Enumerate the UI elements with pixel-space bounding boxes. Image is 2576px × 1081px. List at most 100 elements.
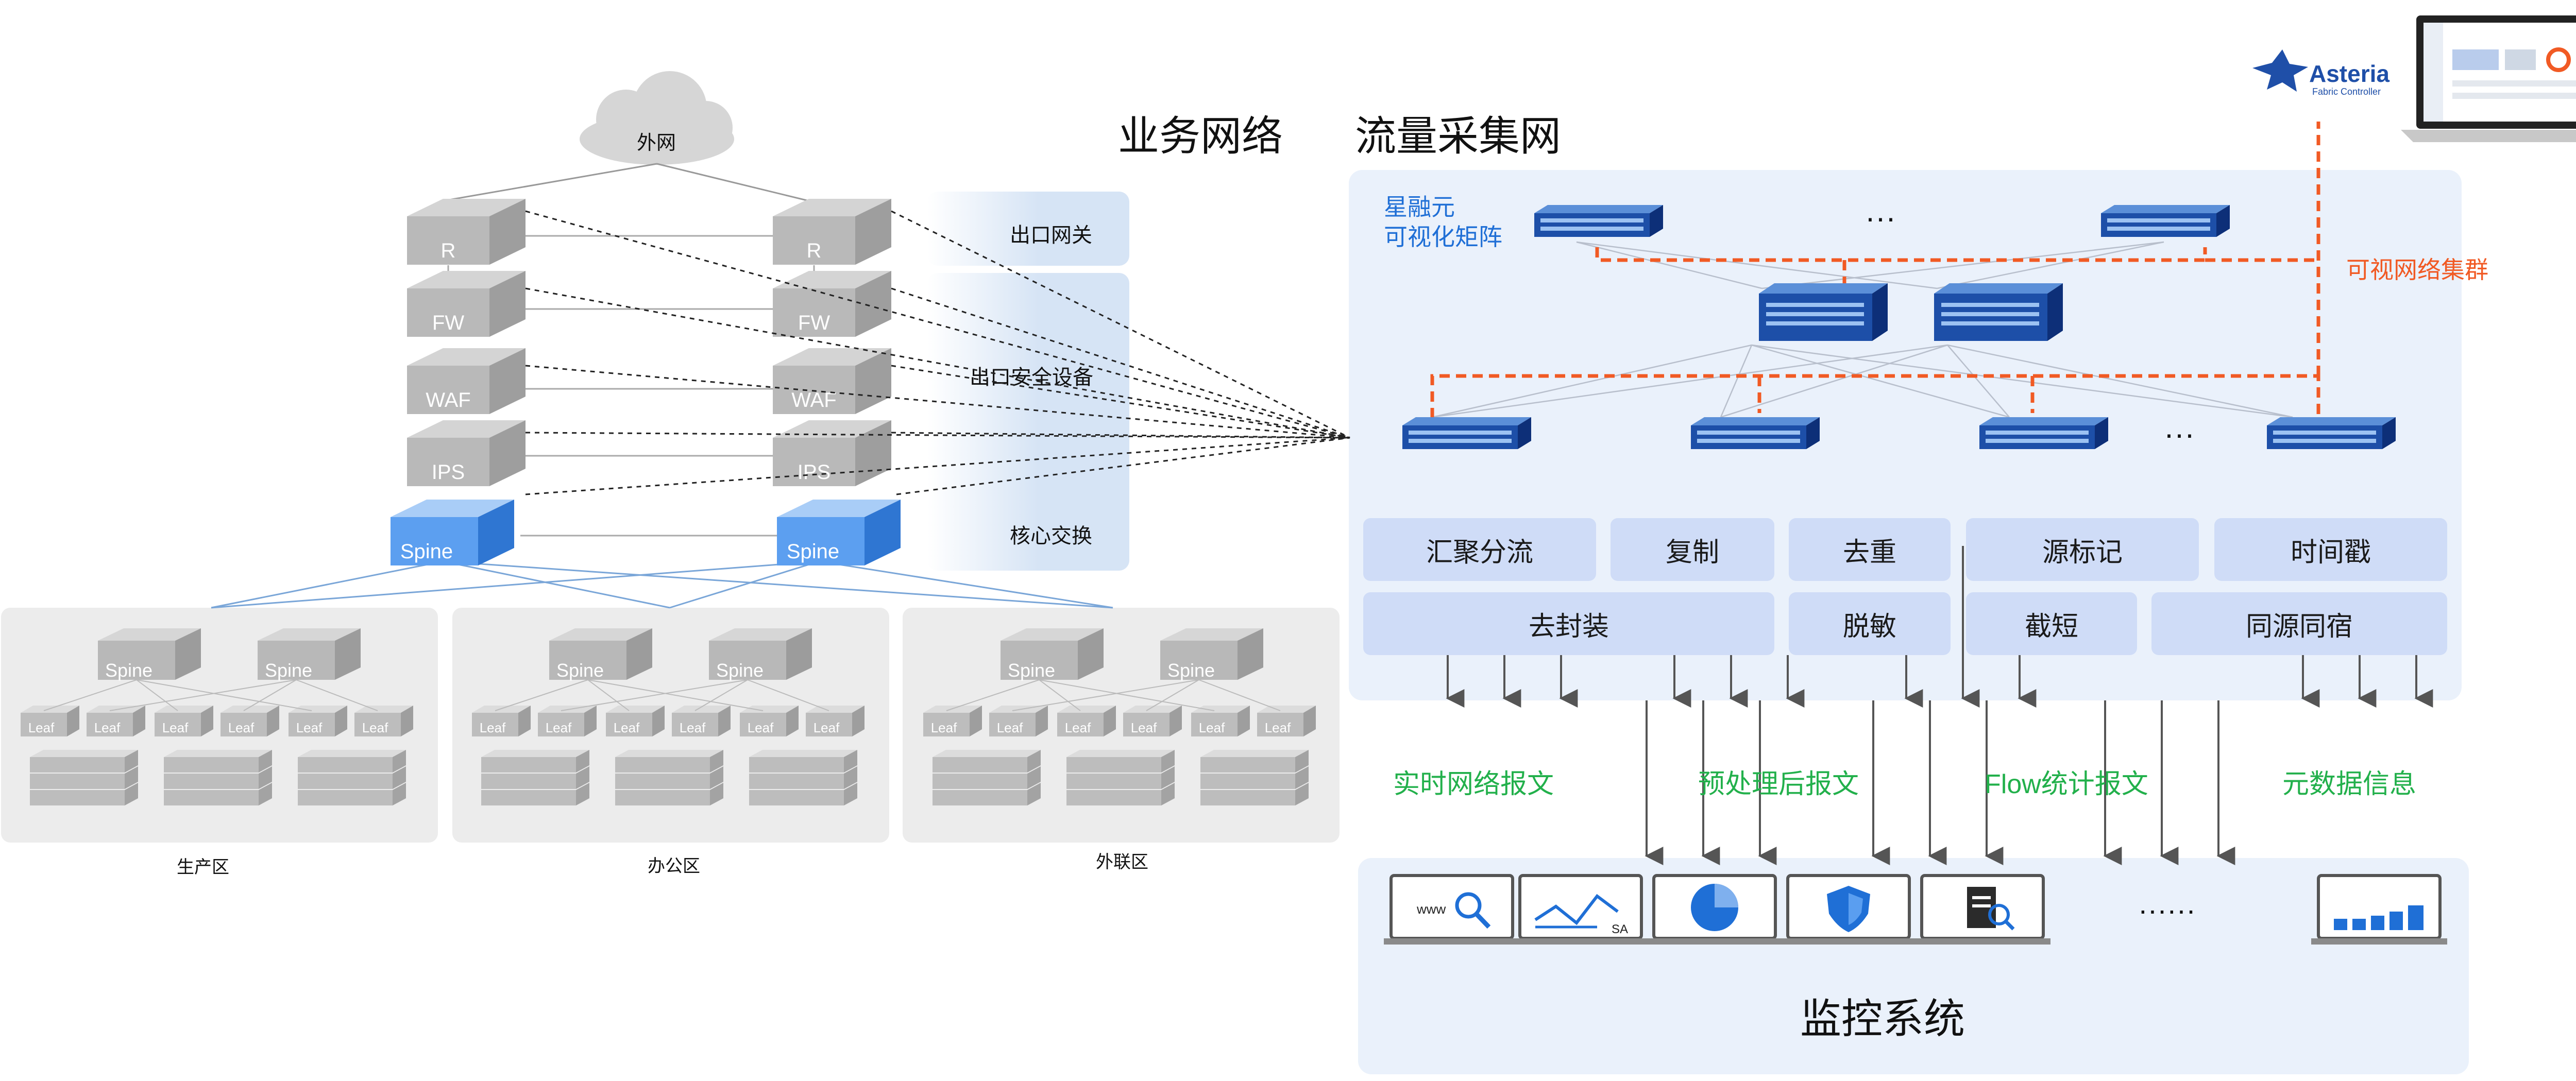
svg-text:IPS: IPS — [432, 461, 465, 484]
sa-analytics-monitor-icon: SA — [1513, 876, 1649, 945]
matrix-ellipsis-bottom: ··· — [2164, 417, 2195, 451]
svg-text:Leaf: Leaf — [997, 720, 1023, 735]
func-deduplicate: 去重 — [1789, 518, 1951, 581]
svg-text:Leaf: Leaf — [480, 720, 506, 735]
svg-text:Spine: Spine — [1008, 660, 1055, 681]
svg-text:R: R — [441, 239, 456, 262]
router-right: R — [773, 199, 891, 265]
zone-label-external: 外联区 — [1096, 852, 1148, 872]
svg-text:Spine: Spine — [400, 540, 453, 563]
exit-security-label: 出口安全设备 — [970, 366, 1093, 389]
func-truncate: 截短 — [1966, 592, 2137, 655]
business-network-title: 业务网络 — [1118, 113, 1283, 159]
matrix-ellipsis-top: ··· — [1865, 200, 1896, 235]
output-metadata: 元数据信息 — [2282, 769, 2417, 799]
func-replicate: 复制 — [1611, 518, 1774, 581]
zone-production-devices: Spine Spine Leaf Leaf Leaf Leaf Leaf Lea… — [21, 628, 413, 805]
matrix-switch-bottom-2 — [1691, 417, 1820, 449]
monitoring-system-title: 监控系统 — [1800, 996, 1965, 1042]
spine-core-left: Spine — [391, 500, 514, 565]
func-session-sticky: 同源同宿 — [2151, 592, 2447, 655]
svg-text:WAF: WAF — [791, 389, 836, 411]
matrix-switch-bottom-4 — [2267, 417, 2396, 449]
output-preprocessed-packets: 预处理后报文 — [1698, 769, 1859, 799]
asteria-logo-icon — [2252, 49, 2308, 92]
matrix-switch-mid-right — [1934, 283, 2063, 341]
matrix-switch-mid-left — [1759, 283, 1888, 341]
output-realtime-packets: 实时网络报文 — [1393, 769, 1554, 799]
func-source-tag: 源标记 — [1966, 518, 2199, 581]
svg-text:Spine: Spine — [787, 540, 839, 563]
matrix-label-line2: 可视化矩阵 — [1384, 224, 1502, 250]
zone-label-office: 办公区 — [648, 856, 700, 876]
func-desensitize: 脱敏 — [1789, 592, 1951, 655]
svg-text:Leaf: Leaf — [1065, 720, 1091, 735]
svg-text:Spine: Spine — [1167, 660, 1215, 681]
firewall-right: FW — [773, 271, 891, 337]
svg-text:Leaf: Leaf — [546, 720, 572, 735]
func-timestamp: 时间戳 — [2214, 518, 2447, 581]
svg-text:Leaf: Leaf — [296, 720, 323, 735]
ips-left: IPS — [407, 420, 526, 486]
svg-text:Spine: Spine — [716, 660, 764, 681]
svg-text:Leaf: Leaf — [28, 720, 55, 735]
brand-name: Asteria — [2309, 60, 2389, 87]
matrix-switch-bottom-1 — [1402, 417, 1531, 449]
spine-core-right: Spine — [777, 500, 901, 565]
svg-text:Leaf: Leaf — [1199, 720, 1225, 735]
zone-label-production: 生产区 — [177, 857, 229, 877]
document-search-monitor-icon — [1914, 876, 2050, 945]
svg-text:Leaf: Leaf — [1265, 720, 1291, 735]
svg-text:WAF: WAF — [426, 389, 470, 411]
svg-text:Leaf: Leaf — [814, 720, 840, 735]
svg-text:SA: SA — [1612, 922, 1628, 936]
svg-text:FW: FW — [798, 312, 830, 334]
ips-right: IPS — [773, 420, 891, 486]
internet-cloud-icon — [580, 71, 734, 165]
matrix-switch-top-left — [1534, 205, 1663, 237]
svg-text:Spine: Spine — [556, 660, 604, 681]
output-flow-stats: Flow统计报文 — [1985, 769, 2148, 799]
svg-text:Leaf: Leaf — [680, 720, 706, 735]
svg-text:IPS: IPS — [798, 461, 831, 484]
security-core-band — [927, 273, 1129, 571]
svg-text:FW: FW — [432, 312, 464, 334]
waf-right: WAF — [773, 348, 891, 414]
func-aggregate-split: 汇聚分流 — [1363, 518, 1596, 581]
svg-text:Leaf: Leaf — [614, 720, 640, 735]
svg-text:Leaf: Leaf — [94, 720, 121, 735]
matrix-switch-top-right — [2101, 205, 2230, 237]
matrix-label-line1: 星融元 — [1384, 194, 1455, 220]
func-decapsulate: 去封装 — [1363, 592, 1774, 655]
traffic-network-title: 流量采集网 — [1355, 113, 1561, 159]
router-left: R — [407, 199, 526, 265]
svg-text:Leaf: Leaf — [162, 720, 189, 735]
www-search-monitor-icon: www — [1384, 876, 1520, 945]
svg-text:Leaf: Leaf — [362, 720, 388, 735]
svg-text:R: R — [807, 239, 822, 262]
exit-gateway-band — [927, 192, 1129, 266]
brand-subtitle: Fabric Controller — [2312, 87, 2381, 97]
cloud-label: 外网 — [637, 132, 676, 154]
laptop-icon — [2401, 15, 2576, 142]
zone-external-devices: Spine Spine Leaf Leaf Leaf Leaf Leaf Lea… — [923, 628, 1316, 805]
waf-left: WAF — [407, 348, 526, 414]
svg-text:Leaf: Leaf — [228, 720, 255, 735]
svg-text:www: www — [1416, 901, 1446, 917]
monitor-ellipsis: ······ — [2138, 894, 2196, 926]
firewall-left: FW — [407, 271, 526, 337]
svg-text:Leaf: Leaf — [748, 720, 774, 735]
matrix-switch-bottom-3 — [1979, 417, 2108, 449]
svg-text:Spine: Spine — [105, 660, 152, 681]
svg-text:Leaf: Leaf — [1131, 720, 1157, 735]
exit-gateway-label: 出口网关 — [1010, 224, 1092, 247]
cluster-label: 可视网络集群 — [2346, 256, 2488, 283]
core-switch-label: 核心交换 — [1010, 525, 1092, 547]
pie-chart-monitor-icon — [1647, 876, 1783, 945]
svg-text:Spine: Spine — [265, 660, 312, 681]
bar-chart-monitor-icon — [2311, 876, 2447, 945]
zone-office-devices: Spine Spine Leaf Leaf Leaf Leaf Leaf Lea… — [472, 628, 865, 805]
svg-text:Leaf: Leaf — [931, 720, 957, 735]
shield-monitor-icon — [1781, 876, 1917, 945]
